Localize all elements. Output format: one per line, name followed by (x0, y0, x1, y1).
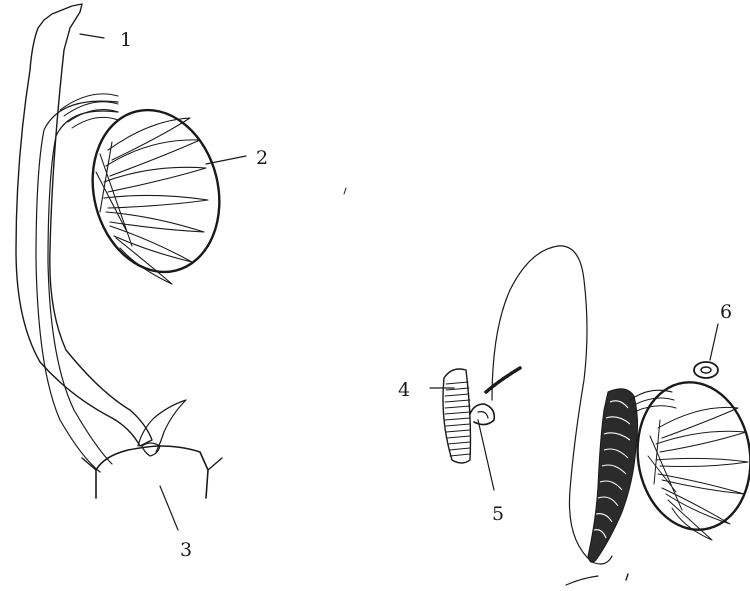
label-5: 5 (492, 503, 504, 525)
left-organ-figure (16, 4, 246, 530)
ridged-cylinder (443, 369, 471, 463)
hook-inner (478, 412, 488, 418)
globe-organ (76, 96, 236, 285)
stray-mark-c (626, 574, 628, 580)
small-ring (694, 362, 718, 378)
inner-tract-b (48, 111, 118, 464)
leader-6 (710, 324, 718, 360)
hook-loop (470, 404, 494, 425)
label-1: 1 (120, 29, 132, 51)
stray-mark-b (566, 576, 598, 585)
twisted-mass (588, 389, 638, 562)
long-thin-tract (492, 246, 612, 564)
leader-5 (478, 420, 494, 490)
label-4: 4 (398, 379, 410, 401)
label-3: 3 (180, 539, 192, 561)
label-2: 2 (256, 147, 268, 169)
leader-3 (160, 486, 178, 530)
beaded-string (486, 368, 520, 392)
right-organ-figure (430, 246, 750, 564)
label-6: 6 (720, 301, 732, 323)
base-block (82, 400, 222, 498)
stray-mark-a (344, 188, 346, 194)
leader-1 (80, 34, 104, 38)
